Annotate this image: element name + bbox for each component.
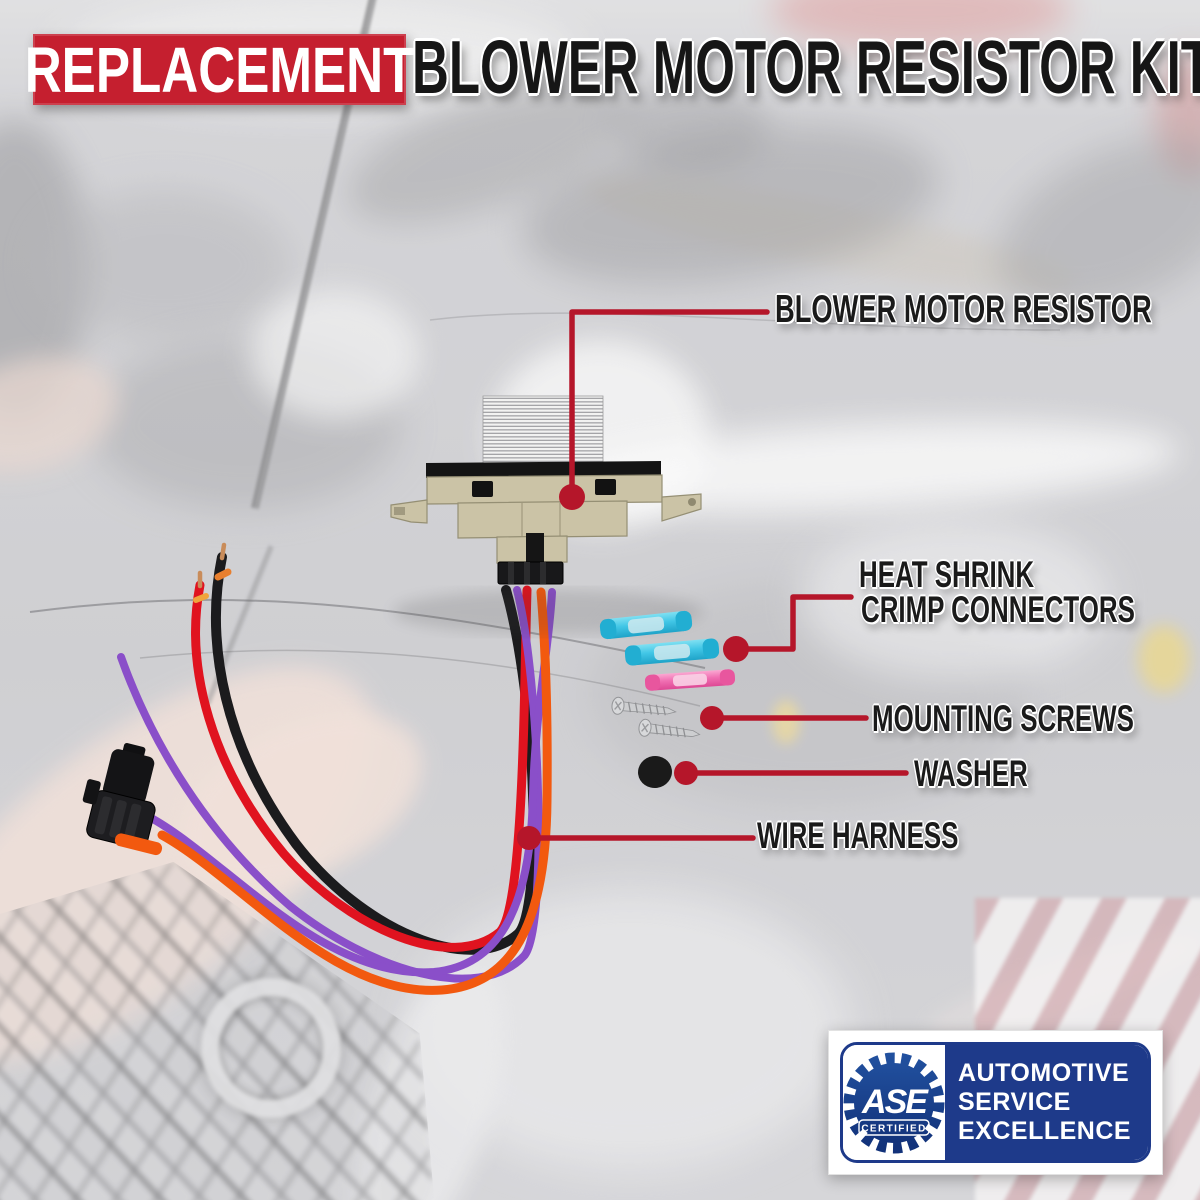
ase-gear-panel: ASE CERTIFIED ™ [843,1045,945,1160]
mid-tier-seams [521,502,561,537]
leader-dot-wire-harness [517,826,541,850]
resistor-upper-body [426,474,663,505]
page-title: BLOWER MOTOR RESISTOR KIT [412,25,1200,109]
connector-ridge [524,562,530,584]
bg-machinery-1 [40,190,290,340]
wire-black-copper-tip [219,542,227,561]
leader-dot-heat-shrink [723,636,749,662]
wire-purple-plug [149,588,556,977]
heat-shrink-connectors [599,610,736,691]
mounting-screw-2 [638,718,701,738]
certified-band [858,1118,930,1136]
mounting-screws [611,696,701,738]
ase-gear-logo: ASE CERTIFIED ™ [843,1052,945,1153]
ase-badge: ASE CERTIFIED ™ AUTOMOTIVE SERVICE EXCEL… [828,1030,1163,1175]
mounting-screw-1 [611,696,677,716]
blower-motor-resistor [390,395,703,634]
ase-trademark: ™ [932,1130,940,1139]
leader-dot-blower-resistor [559,484,585,510]
callout-wire-harness: WIRE HARNESS [757,815,959,856]
crimp-connector-blue-1 [599,610,693,640]
wire-black-band [214,568,232,581]
harness-plug [82,743,163,856]
header-replacement-text: REPLACEMENT [24,33,415,106]
leader-dot-washer [674,761,698,785]
bg-yellow-ring [772,700,800,744]
callout-washer: WASHER [914,753,1028,794]
connector-ridge [540,562,546,584]
ase-line-excellence: EXCELLENCE [958,1117,1132,1145]
ase-text-panel: AUTOMOTIVE SERVICE EXCELLENCE [945,1045,1148,1160]
callout-heat-shrink-line1: HEAT SHRINK [859,554,1035,595]
ase-badge-frame: ASE CERTIFIED ™ AUTOMOTIVE SERVICE EXCEL… [840,1042,1151,1163]
resistor-slot-left [472,481,493,497]
resistor-heatsink-fins [482,395,604,464]
resistor-flange-right [661,493,702,522]
wire-harness [117,542,556,995]
crimp-connector-pink [644,669,736,691]
callout-blower-resistor: BLOWER MOTOR RESISTOR [775,288,1152,331]
callout-mounting-screws: MOUNTING SCREWS [872,698,1134,739]
wire-red [191,580,532,952]
ase-line-automotive: AUTOMOTIVE [958,1059,1130,1087]
callout-lines [517,309,909,850]
wire-red-band [193,593,209,603]
flange-right-hole [688,498,696,506]
resistor-top-plate [426,461,661,478]
ase-acronym: ASE [861,1083,929,1121]
bg-bright-mid [800,520,1110,680]
connector-ridge [508,562,514,584]
resistor-flange-left [390,499,428,524]
ase-certified-label: CERTIFIED [861,1123,926,1134]
washer [638,755,672,789]
flange-left-notch [394,507,405,515]
bg-dark-2 [610,80,770,170]
resistor-connector [497,561,564,585]
crimp-connector-blue-2 [624,638,720,666]
bg-yellow-cap [1138,625,1190,693]
ase-line-service: SERVICE [958,1088,1071,1116]
resistor-mid-tier [457,500,628,539]
resistor-center-key [526,533,544,562]
leader-heat-shrink [733,594,854,652]
resistor-slot-right [595,479,616,495]
leader-blower-resistor [569,309,770,500]
gear-body [854,1062,934,1143]
wire-orange [157,587,552,995]
leader-dot-mounting-screws [700,706,724,730]
gear-teeth [843,1052,945,1153]
header-replacement-badge: REPLACEMENT [25,34,414,105]
callout-heat-shrink-line2: CRIMP CONNECTORS [861,589,1135,630]
wire-purple-loose [117,586,543,983]
